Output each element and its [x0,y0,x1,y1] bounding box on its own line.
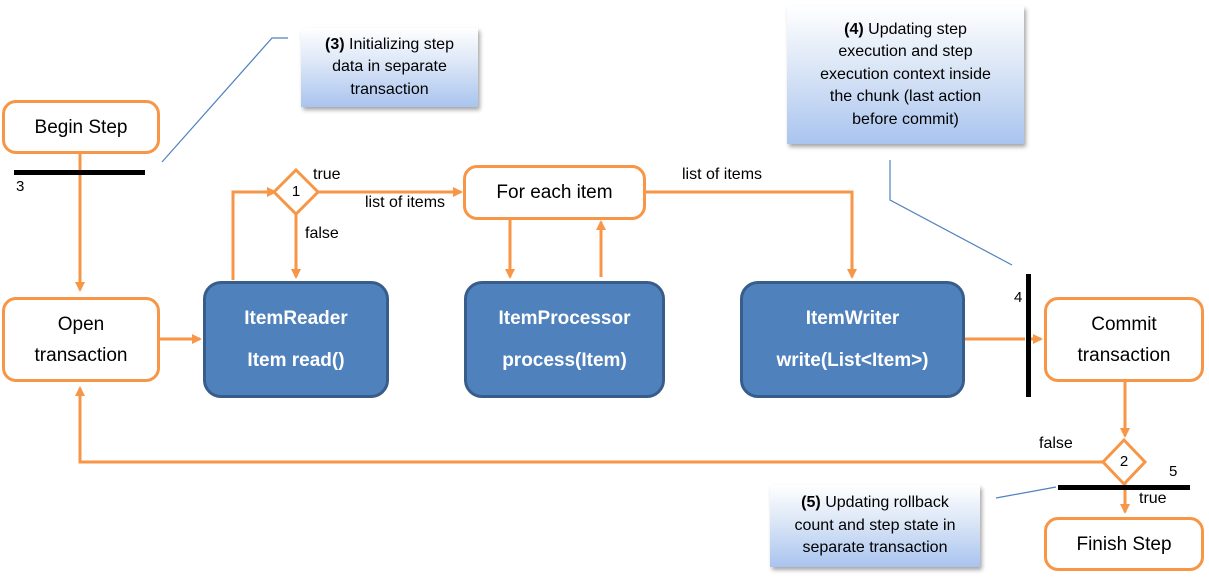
commit-transaction-node: Commit transaction [1044,297,1204,382]
begin-step-node: Begin Step [2,100,160,154]
decision-1-label: 1 [291,183,301,200]
note-4-line-4: the chunk (last action [829,88,982,106]
item-writer-title: ItemWriter [805,307,900,329]
note-3-line-1: Initializing step [349,35,454,53]
note-4-number: (4) [844,20,864,38]
item-reader-method: Item read() [247,349,345,371]
item-writer-node: ItemWriter write(List<Item>) [740,281,965,398]
open-transaction-line-2: transaction [34,344,128,366]
note-4-line-5: before commit) [852,110,959,128]
note-3-line-2: data in separate [332,58,447,76]
edge-label-list-of-items-2: list of items [682,166,763,183]
sync-bar-3 [14,170,145,175]
edge-foreach-to-writer [646,190,857,279]
note-4-line-2: execution and step [838,43,973,61]
bar-5-label: 5 [1169,463,1178,480]
note-3-number: (3) [325,35,345,53]
note-updating-step-execution: (4) Updating step execution and step exe… [787,6,1024,144]
item-processor-title: ItemProcessor [498,307,631,329]
edge-label-list-of-items-1: list of items [365,194,446,211]
edge-label-false-1: false [305,225,339,242]
edge-label-true-2: true [1139,490,1167,507]
edge-decision2-false-loop [75,386,1105,464]
begin-step-label: Begin Step [34,116,128,138]
decision-2 [1100,437,1148,487]
commit-transaction-line-2: transaction [1077,344,1171,366]
finish-step-node: Finish Step [1044,517,1204,571]
callout-line-3 [161,37,288,163]
commit-transaction-line-1: Commit [1091,313,1157,335]
sync-bar-4 [1026,274,1031,397]
for-each-item-label: For each item [496,182,613,203]
note-updating-rollback-count: (5) Updating rollback count and step sta… [770,485,980,567]
finish-step-label: Finish Step [1076,533,1172,555]
note-3-line-3: transaction [350,80,429,98]
item-processor-method: process(Item) [502,349,627,371]
callout-line-5 [995,486,1057,499]
edge-label-false-2: false [1039,435,1073,452]
bar-3-label: 3 [16,178,25,195]
for-each-item-node: For each item [463,165,646,220]
bar-4-label: 4 [1014,289,1023,306]
open-transaction-node: Open transaction [2,297,160,382]
item-reader-node: ItemReader Item read() [203,281,389,398]
item-writer-method: write(List<Item>) [776,349,929,371]
callout-line-4 [889,160,1013,266]
open-transaction-line-1: Open [57,313,105,335]
note-5-line-3: separate transaction [802,539,948,557]
edge-reader-to-decision1 [231,187,277,280]
decision-1 [271,167,321,217]
edge-label-true-1: true [313,166,341,183]
note-initializing-step-data: (3) Initializing step data in separate t… [301,28,478,107]
item-processor-node: ItemProcessor process(Item) [464,281,665,398]
decision-2-label: 2 [1119,453,1129,470]
note-5-number: (5) [801,494,821,512]
note-4-line-1: Updating step [868,20,967,38]
sync-bar-5 [1058,485,1190,490]
note-5-line-2: count and step state in [794,516,956,534]
item-reader-title: ItemReader [244,307,348,329]
note-4-line-3: execution context inside [820,65,991,83]
note-5-line-1: Updating rollback [825,494,949,512]
